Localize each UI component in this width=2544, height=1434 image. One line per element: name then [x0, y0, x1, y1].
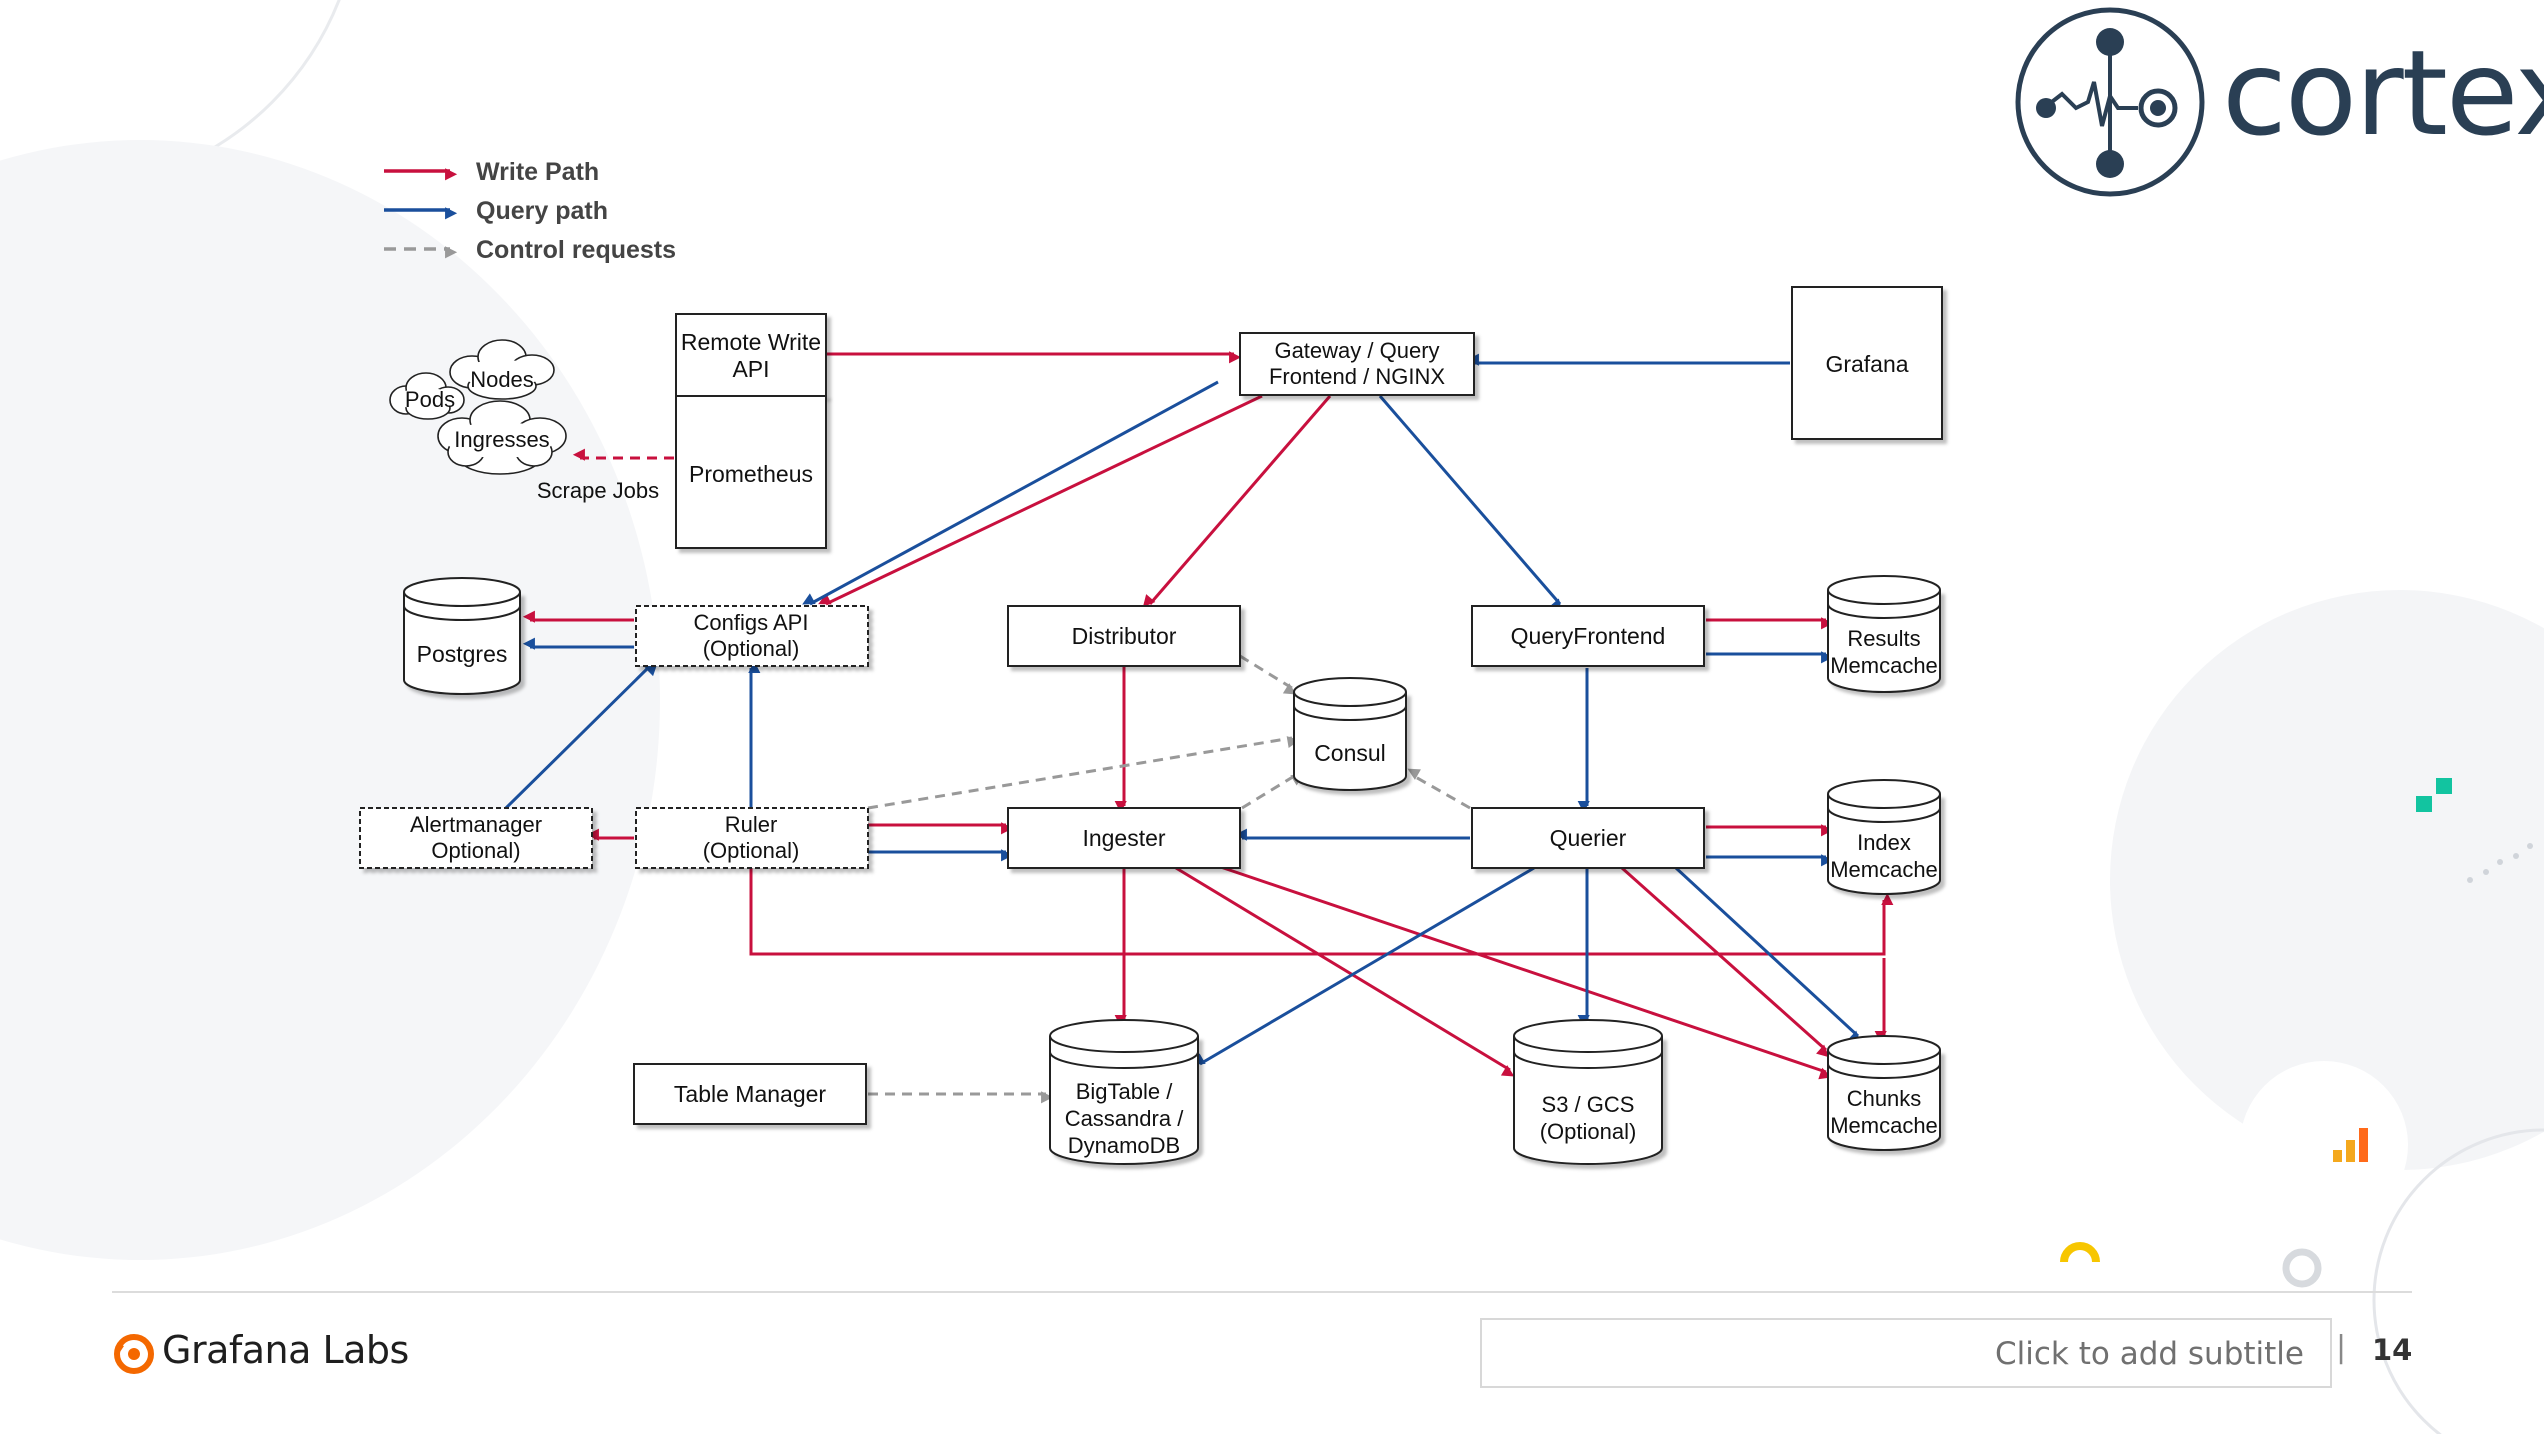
svg-text:Remote Write: Remote Write	[681, 329, 821, 355]
svg-text:Alertmanager: Alertmanager	[410, 812, 542, 837]
svg-text:Cassandra /: Cassandra /	[1065, 1106, 1185, 1131]
alertmanager-node: Alertmanager Optional)	[359, 807, 593, 869]
svg-text:Nodes: Nodes	[470, 367, 534, 392]
svg-text:Memcache: Memcache	[1830, 653, 1938, 678]
svg-text:Ingester: Ingester	[1082, 825, 1165, 851]
grafana-logo-icon	[114, 1334, 154, 1374]
configs-api-node: Configs API (Optional)	[635, 605, 869, 667]
svg-text:Postgres: Postgres	[417, 641, 508, 667]
grafana-labs-wordmark: Grafana Labs	[162, 1328, 409, 1372]
svg-text:S3 / GCS: S3 / GCS	[1542, 1092, 1635, 1117]
bigtable-db: BigTable / Cassandra / DynamoDB	[1049, 1019, 1199, 1165]
postgres-db: Postgres	[403, 577, 521, 695]
scrape-targets-clouds: Pods Nodes Ingresses Scrape Jobs	[389, 339, 659, 503]
svg-text:Optional): Optional)	[431, 838, 520, 863]
distributor-node: Distributor	[1007, 605, 1241, 667]
results-memcache-db: Results Memcache	[1827, 575, 1941, 693]
subtitle-placeholder[interactable]: Click to add subtitle	[1480, 1318, 2332, 1388]
svg-text:(Optional): (Optional)	[703, 636, 800, 661]
nodes-cloud: Nodes	[449, 339, 555, 400]
svg-text:Gateway / Query: Gateway / Query	[1274, 338, 1439, 363]
legend-query-path: Query path	[476, 197, 608, 225]
svg-text:Consul: Consul	[1314, 740, 1386, 766]
svg-text:Ruler: Ruler	[725, 812, 778, 837]
consul-db: Consul	[1293, 677, 1407, 791]
bg-arc-right	[2372, 1128, 2544, 1434]
svg-text:Ingresses: Ingresses	[454, 427, 549, 452]
svg-text:Pods: Pods	[405, 387, 455, 412]
svg-text:Chunks: Chunks	[1847, 1086, 1922, 1111]
svg-text:Frontend / NGINX: Frontend / NGINX	[1269, 364, 1445, 389]
footer-divider	[112, 1291, 2412, 1293]
svg-text:Grafana: Grafana	[1825, 351, 1908, 377]
svg-text:DynamoDB: DynamoDB	[1068, 1133, 1180, 1158]
svg-text:Prometheus: Prometheus	[689, 461, 813, 487]
legend-write-path: Write Path	[476, 158, 599, 186]
footer-separator: |	[2336, 1330, 2347, 1365]
ingester-node: Ingester	[1007, 807, 1241, 869]
teal-square-icon	[2416, 796, 2432, 812]
query-frontend-node: QueryFrontend	[1471, 605, 1705, 667]
ruler-node: Ruler (Optional)	[635, 807, 869, 869]
cortex-logo-icon	[2015, 7, 2205, 197]
svg-text:API: API	[732, 356, 769, 382]
table-manager-node: Table Manager	[633, 1063, 867, 1125]
svg-text:Results: Results	[1847, 626, 1920, 651]
svg-text:Table Manager: Table Manager	[674, 1081, 826, 1107]
bar-chart-icon	[2333, 1150, 2342, 1162]
svg-text:Memcache: Memcache	[1830, 1113, 1938, 1138]
page-number: 14	[2372, 1333, 2413, 1367]
bg-blob-right	[2110, 590, 2544, 1170]
scrape-jobs-label: Scrape Jobs	[537, 478, 659, 503]
s3-gcs-db: S3 / GCS (Optional)	[1513, 1019, 1663, 1165]
cortex-wordmark: cortex	[2222, 24, 2544, 162]
ingresses-cloud: Ingresses	[437, 400, 567, 475]
subtitle-placeholder-text: Click to add subtitle	[1995, 1336, 2304, 1372]
svg-text:BigTable /: BigTable /	[1076, 1079, 1174, 1104]
svg-text:Memcache: Memcache	[1830, 857, 1938, 882]
pods-cloud: Pods	[389, 372, 465, 420]
edges	[504, 351, 1894, 1104]
yellow-arc-icon	[2060, 1242, 2100, 1263]
chart-badge	[2240, 1061, 2408, 1229]
index-memcache-db: Index Memcache	[1827, 779, 1941, 895]
svg-text:Querier: Querier	[1550, 825, 1627, 851]
svg-text:QueryFrontend: QueryFrontend	[1511, 623, 1666, 649]
svg-text:Distributor: Distributor	[1072, 623, 1177, 649]
gateway-node: Gateway / Query Frontend / NGINX	[1239, 332, 1475, 396]
svg-text:(Optional): (Optional)	[703, 838, 800, 863]
nodes: Remote Write API Prometheus Pods	[359, 286, 1943, 1165]
teal-square-icon	[2436, 778, 2452, 794]
querier-node: Querier	[1471, 807, 1705, 869]
svg-text:(Optional): (Optional)	[1540, 1119, 1637, 1144]
legend: Write Path Query path Control requests	[384, 158, 676, 264]
remote-write-api-node: Remote Write API	[675, 313, 827, 397]
grafana-node: Grafana	[1791, 286, 1943, 440]
legend-control-requests: Control requests	[476, 236, 676, 264]
chunks-memcache-db: Chunks Memcache	[1827, 1035, 1941, 1151]
prometheus-node: Prometheus	[675, 395, 827, 549]
svg-text:Index: Index	[1857, 830, 1911, 855]
ring-icon	[2282, 1248, 2322, 1288]
svg-text:Configs API: Configs API	[694, 610, 809, 635]
